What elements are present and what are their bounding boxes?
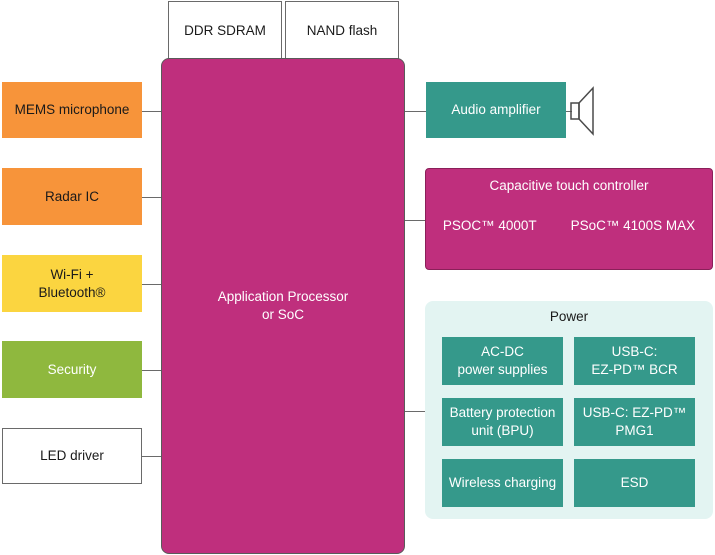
audio-amplifier-label: Audio amplifier	[451, 102, 541, 118]
wireless-charging-tile: Wireless charging	[442, 459, 563, 507]
usb-c-bcr-label: USB-C: EZ-PD™ BCR	[591, 344, 678, 377]
ac-dc-power-supplies-tile: AC-DC power supplies	[442, 337, 563, 385]
mems-microphone-block: MEMS microphone	[2, 82, 142, 138]
battery-protection-unit-tile: Battery protection unit (BPU)	[442, 398, 563, 446]
radar-ic-label: Radar IC	[44, 188, 100, 204]
wifi-bluetooth-block: Wi-Fi + Bluetooth®	[2, 255, 142, 312]
connector-audio	[404, 111, 426, 112]
application-processor-block: Application Processor or SoC	[161, 58, 405, 554]
usb-c-pmg1-label: USB-C: EZ-PD™ PMG1	[582, 405, 687, 438]
touch-items: PSOC™ 4000T PSoC™ 4100S MAX	[443, 217, 695, 235]
audio-amplifier-block: Audio amplifier	[426, 82, 566, 138]
connector-led	[142, 456, 162, 457]
capacitive-touch-controller-block: Capacitive touch controller PSOC™ 4000T …	[425, 168, 713, 270]
power-title: Power	[549, 309, 589, 325]
connector-wifi	[142, 284, 162, 285]
wireless-charging-label: Wireless charging	[448, 475, 557, 491]
connector-touch	[404, 220, 426, 221]
application-processor-label: Application Processor or SoC	[217, 289, 349, 322]
ddr-sdram-label: DDR SDRAM	[184, 22, 266, 38]
nand-flash-block: NAND flash	[285, 1, 399, 59]
nand-flash-label: NAND flash	[306, 22, 378, 38]
connector-mems	[142, 111, 162, 112]
led-driver-block: LED driver	[2, 428, 142, 484]
capacitive-touch-title: Capacitive touch controller	[489, 178, 649, 193]
speaker-icon	[570, 86, 594, 136]
connector-security	[142, 370, 162, 371]
esd-label: ESD	[620, 475, 649, 491]
security-label: Security	[47, 361, 97, 377]
connector-radar	[142, 197, 162, 198]
usb-c-ez-pd-pmg1-tile: USB-C: EZ-PD™ PMG1	[574, 398, 695, 446]
mems-microphone-label: MEMS microphone	[14, 102, 130, 118]
speaker-connector	[566, 111, 572, 112]
usb-c-ez-pd-bcr-tile: USB-C: EZ-PD™ BCR	[574, 337, 695, 385]
ddr-sdram-block: DDR SDRAM	[168, 1, 282, 59]
wifi-bluetooth-label: Wi-Fi + Bluetooth®	[38, 266, 106, 300]
psoc-4000t-label: PSOC™ 4000T	[442, 217, 537, 233]
esd-tile: ESD	[574, 459, 695, 507]
battery-protection-label: Battery protection unit (BPU)	[449, 405, 556, 438]
security-block: Security	[2, 341, 142, 398]
radar-ic-block: Radar IC	[2, 168, 142, 225]
led-driver-label: LED driver	[40, 448, 104, 464]
psoc-4100s-max-label: PSoC™ 4100S MAX	[570, 217, 696, 233]
connector-power	[404, 411, 426, 412]
ac-dc-label: AC-DC power supplies	[457, 344, 548, 377]
